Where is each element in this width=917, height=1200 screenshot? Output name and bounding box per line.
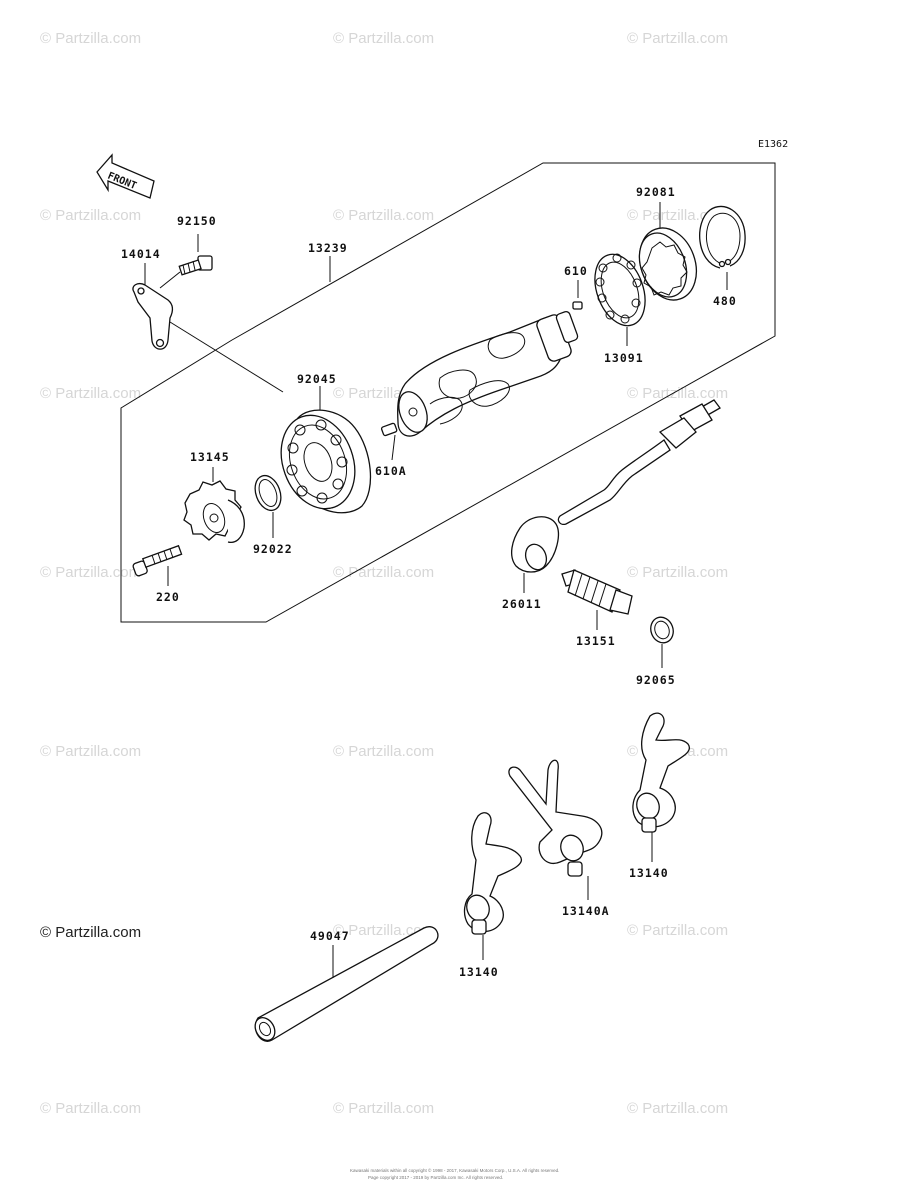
part-label-92045: 92045 (297, 372, 337, 386)
watermark: © Partzilla.com (40, 207, 141, 224)
watermark: © Partzilla.com (333, 922, 434, 939)
watermark: © Partzilla.com (40, 385, 141, 402)
plate-92081-icon (638, 227, 698, 301)
watermark: © Partzilla.com (627, 1100, 728, 1117)
shift-fork-13140a-icon (508, 759, 603, 877)
pin-610-icon (572, 301, 583, 310)
watermark: © Partzilla.com (627, 385, 728, 402)
circlip-480-icon (699, 205, 746, 269)
lever-14014-icon (132, 282, 174, 350)
watermark: © Partzilla.com (333, 1100, 434, 1117)
copyright-line-1: Kawasaki materials within all copyright … (350, 1167, 559, 1173)
watermark: © Partzilla.com (40, 1100, 141, 1117)
part-label-220: 220 (156, 590, 180, 604)
watermark: © Partzilla.com (627, 922, 728, 939)
watermark: © Partzilla.com (40, 564, 141, 581)
star-plate-13091-icon (594, 253, 646, 327)
part-label-14014: 14014 (121, 247, 161, 261)
bolt-92150-icon (178, 255, 213, 276)
part-label-610: 610 (564, 264, 588, 278)
watermark: © Partzilla.com (40, 30, 141, 47)
watermark: © Partzilla.com (333, 30, 434, 47)
part-label-13145: 13145 (190, 450, 230, 464)
part-number-labels: 92150 14014 13239 92081 610 480 13091 92… (121, 185, 737, 979)
washer-92022-icon (254, 474, 282, 512)
bearing-92045-icon (280, 409, 372, 514)
part-label-49047: 49047 (310, 929, 350, 943)
watermark: © Partzilla.com (333, 743, 434, 760)
copyright-line-2: Page copyright 2017 - 2019 by Partzilla.… (368, 1175, 503, 1180)
shaft-49047-icon (254, 926, 439, 1042)
watermark-bold: © Partzilla.com (40, 924, 141, 941)
watermark: © Partzilla.com (627, 30, 728, 47)
watermark: © Partzilla.com (333, 564, 434, 581)
part-label-13091: 13091 (604, 351, 644, 365)
part-label-92150: 92150 (177, 214, 217, 228)
shift-drum-13239-icon (397, 310, 579, 437)
washer-92065-icon (650, 616, 674, 644)
watermark: © Partzilla.com (40, 743, 141, 760)
assembly-outline (120, 162, 776, 623)
part-label-92065: 92065 (636, 673, 676, 687)
shift-shaft-26011-icon (510, 399, 721, 573)
front-arrow-icon: FRONT (96, 153, 155, 199)
part-label-13239: 13239 (308, 241, 348, 255)
pin-13151-icon (561, 569, 633, 615)
part-label-92022: 92022 (253, 542, 293, 556)
bolt-220-icon (132, 544, 183, 577)
watermark: © Partzilla.com (627, 564, 728, 581)
part-label-13140-left: 13140 (459, 965, 499, 979)
part-label-13140-right: 13140 (629, 866, 669, 880)
shift-fork-13140-right-icon (632, 712, 691, 833)
diagram-code: E1362 (758, 139, 788, 150)
part-label-92081: 92081 (636, 185, 676, 199)
star-gear-13145-icon (183, 480, 245, 544)
shift-fork-13140-left-icon (463, 812, 522, 935)
part-label-610a: 610A (375, 464, 407, 478)
part-label-13151: 13151 (576, 634, 616, 648)
part-label-480: 480 (713, 294, 737, 308)
part-label-26011: 26011 (502, 597, 542, 611)
part-label-13140a: 13140A (562, 904, 610, 918)
watermark: © Partzilla.com (333, 207, 434, 224)
pin-610a-icon (380, 422, 398, 437)
